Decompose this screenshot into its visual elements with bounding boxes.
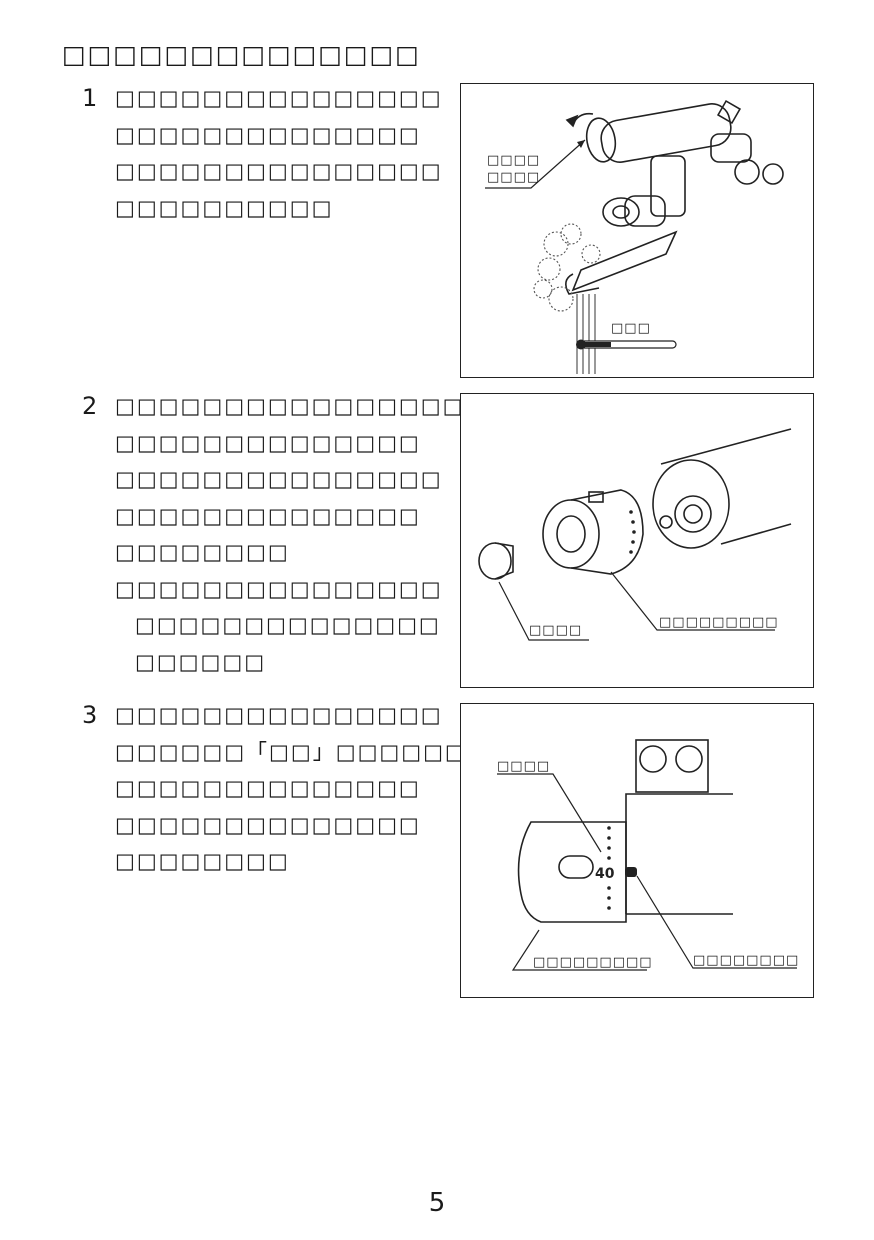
callout-thermometer: □□□ [611,321,651,336]
scale-alignment-illustration: 40 □□□□ □□□□□□□□□ □□□□□□□□ [497,739,799,971]
step-text-line: □□□□□□□□□□ [115,195,334,220]
figure-2-handle-removal: □□□□ □□□□□□□□□ [460,393,814,688]
callout-temperature-knob: □□□□ [487,153,540,168]
callout-handle: □□□□□□□□□ [659,615,779,630]
callout-handle-3: □□□□□□□□□ [533,955,653,970]
step-text-line: □□□□□□□□□□□□□□ [115,776,421,800]
step-text-line: □□□□□□□□□□□□□□ [115,430,421,455]
step-text-line: □□□□□□□□□□□□□□□ [115,467,443,491]
step-text-line: □□□□□□「□□」□□□□□□ [115,739,467,764]
handle-removal-illustration: □□□□ □□□□□□□□□ [478,428,792,641]
step-text-line: □□□□□□□□□□□□□□ [115,122,421,147]
figure-3-scale-alignment: 40 □□□□ □□□□□□□□□ □□□□□□□□ [460,703,814,998]
page-number: 5 [428,1188,446,1218]
faucet-illustration: □□□□ □□□□ □□□ [485,99,784,374]
step-number: 3 [82,701,98,729]
step-text-line: □□□□□□□□ [115,540,290,564]
step-text-line: □□□□□□□□□□□□□□□ [115,703,443,727]
callout-indicator: □□□□□□□□ [693,953,799,968]
step-text-line: □□□□□□□□□□□□□□ [115,503,421,528]
step-text-line: □□□□□□□□□□□□□□□ [115,86,443,110]
figure-1-faucet: □□□□ □□□□ □□□ [460,83,814,378]
scale-value: 40 [595,866,615,882]
callout-cap: □□□□ [529,623,582,638]
page-heading: □□□□□□□□□□□□□□ [62,40,421,69]
step-number: 2 [82,392,98,420]
step-text-line: □□□□□□□□□□□□□□□ [115,159,443,183]
step-text-line: □□□□□□□□ [115,849,290,873]
step-text-line: □□□□□□□□□□□□□□□□ [115,394,465,418]
step-text-line: □□□□□□□□□□□□□□ [115,812,421,837]
callout-temperature-knob-2: □□□□ [487,170,540,185]
step-number: 1 [82,84,98,112]
step-note-line: □□□□□□□□□□□□□□□ [115,576,443,601]
callout-scale-mark: □□□□ [497,759,550,774]
step-note-line: □□□□□□ [135,649,267,674]
step-note-line: □□□□□□□□□□□□□□ [135,613,441,637]
